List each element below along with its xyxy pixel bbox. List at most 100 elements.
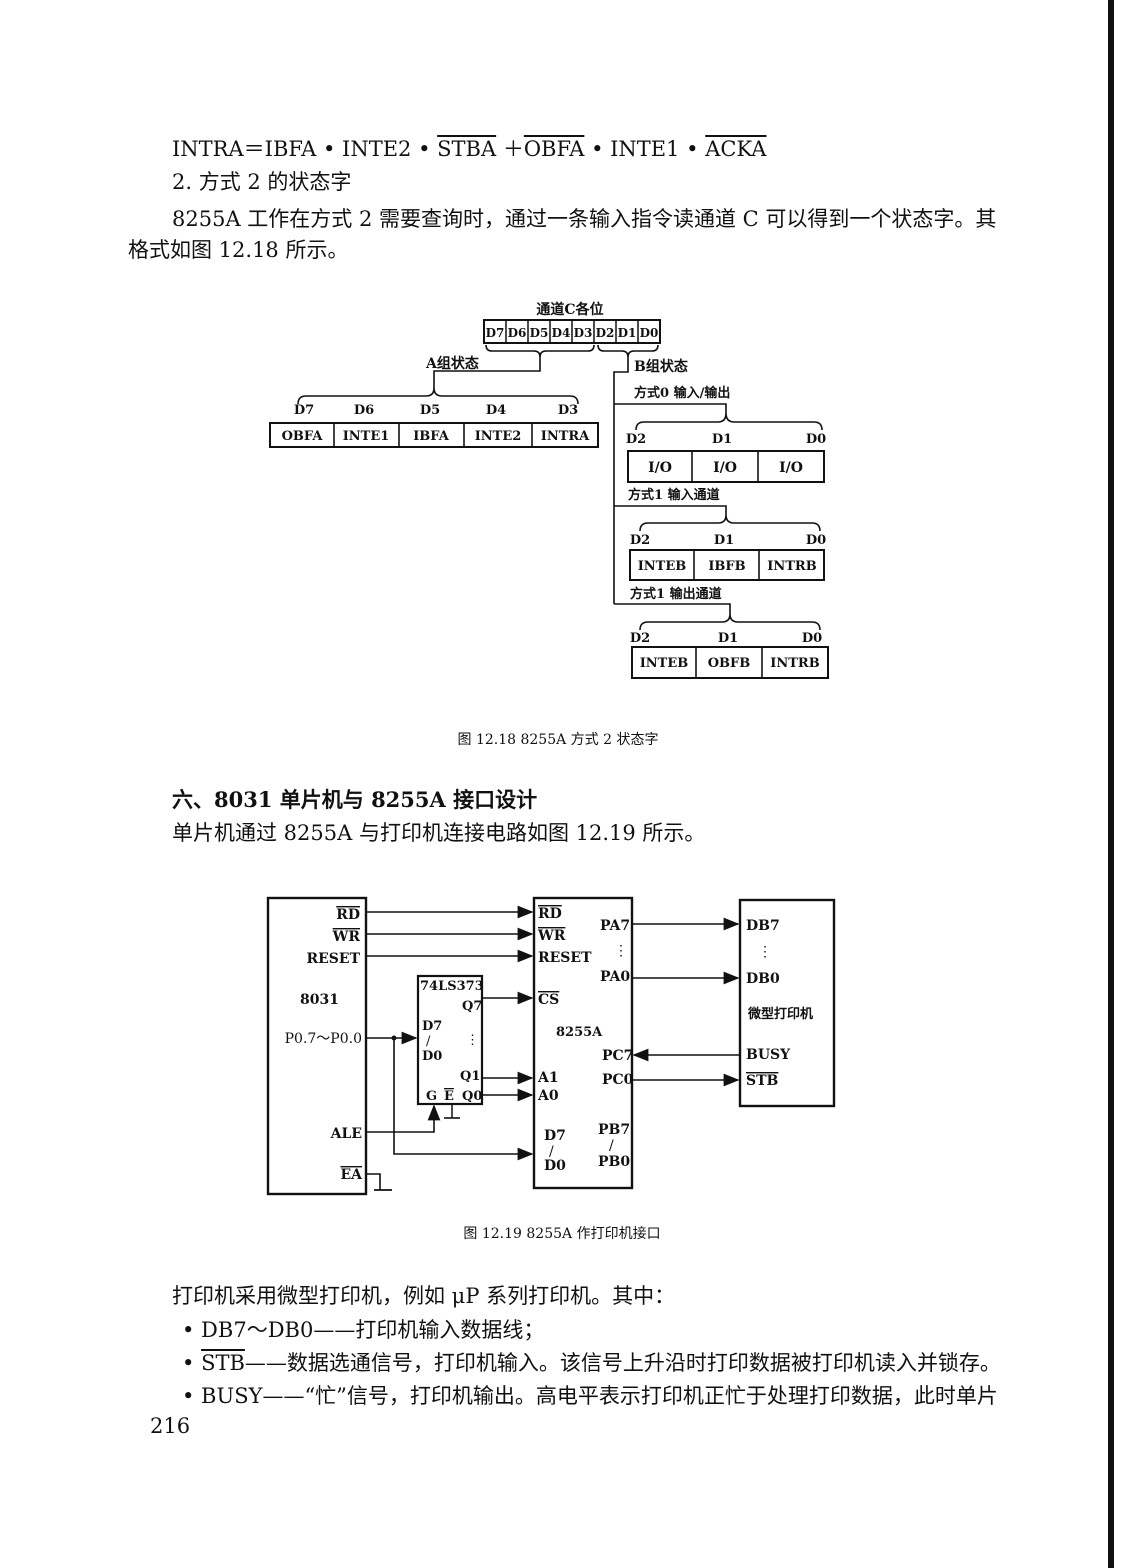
ppi-8255a-box bbox=[532, 896, 634, 1190]
mcu-pin-p0: P0.7～P0.0 bbox=[285, 1031, 362, 1047]
latch-pin-d0: D0 bbox=[422, 1049, 442, 1064]
ppi-pin-a1: A1 bbox=[537, 1070, 559, 1086]
scan-edge bbox=[1108, 0, 1114, 1568]
wire-ale-g bbox=[366, 1104, 441, 1133]
latch-pin-q7: Q7 bbox=[462, 999, 482, 1014]
group-a-bit-d7: D7 bbox=[294, 403, 314, 418]
ppi-pin-d0: D0 bbox=[544, 1158, 566, 1174]
paragraph-1-line-2: 格式如图 12.18 所示。 bbox=[128, 238, 349, 262]
latch-pin-q1: Q1 bbox=[460, 1069, 480, 1084]
latch-pin-q0: Q0 bbox=[462, 1089, 482, 1104]
svg-text:/: / bbox=[549, 1144, 554, 1160]
mcu-pin-rd: RD bbox=[336, 907, 360, 923]
mode1-input-bit-d0: D0 bbox=[806, 533, 826, 548]
bullet-stb-text: ——数据选通信号，打印机输入。该信号上升沿时打印数据被打印机读入并锁存。 bbox=[244, 1351, 1001, 1375]
field-intrb: INTRB bbox=[767, 559, 816, 574]
group-b-connector bbox=[613, 357, 629, 604]
printer-pin-stb: STB bbox=[746, 1073, 779, 1089]
mode0-field-io-0: I/O bbox=[779, 460, 803, 476]
formula-intra: INTRA＝IBFA • INTE2 • STBA ＋OBFA • INTE1 … bbox=[172, 133, 766, 163]
mode1-input-label: 方式1 输入通道 bbox=[628, 487, 720, 503]
field-obfb: OBFB bbox=[708, 656, 751, 671]
mode0-label: 方式0 输入/输出 bbox=[634, 385, 730, 401]
section-heading-mode2-status: 2. 方式 2 的状态字 bbox=[172, 170, 352, 194]
ppi-pin-pa0: PA0 bbox=[600, 969, 630, 985]
ppi-pin-rd: RD bbox=[538, 906, 562, 922]
group-b-label: B组状态 bbox=[634, 358, 688, 375]
channel-c-label: 通道C各位 bbox=[536, 301, 603, 318]
bit-d7: D7 bbox=[486, 326, 505, 340]
mode1-input-bit-d1: D1 bbox=[714, 533, 734, 548]
mcu-pin-reset: RESET bbox=[306, 951, 360, 967]
ppi-name: 8255A bbox=[556, 1025, 603, 1040]
printer-name: 微型打印机 bbox=[747, 1006, 813, 1022]
ppi-pin-pa7: PA7 bbox=[600, 918, 630, 934]
bit-d5: D5 bbox=[530, 326, 549, 340]
formula-part-1: INTRA＝IBFA • INTE2 • bbox=[172, 137, 438, 161]
mode1-output-bit-d1: D1 bbox=[718, 631, 738, 646]
ppi-pin-cs: CS bbox=[538, 992, 559, 1008]
figure-12-18-diagram: 通道C各位 D7 D6 D5 D4 D3 D2 D1 D0 A组状态 D7 D6… bbox=[269, 301, 829, 748]
printer-pin-db0: DB0 bbox=[746, 971, 780, 987]
bullet-stb-signal: STB bbox=[201, 1351, 245, 1375]
ppi-pin-pb0: PB0 bbox=[598, 1154, 630, 1170]
field-ibfa: IBFA bbox=[413, 429, 450, 444]
mode1-input-fields-row: INTEB IBFB INTRB bbox=[629, 549, 825, 581]
field-ibfb: IBFB bbox=[708, 559, 745, 574]
group-a-label: A组状态 bbox=[425, 355, 479, 372]
formula-part-3: • INTE1 • bbox=[584, 137, 706, 161]
formula-part-2: ＋ bbox=[496, 137, 524, 161]
svg-text:⋮: ⋮ bbox=[466, 1033, 479, 1048]
field-intra: INTRA bbox=[541, 429, 590, 444]
group-a-bit-d3: D3 bbox=[558, 403, 578, 418]
group-a-bit-d6: D6 bbox=[354, 403, 374, 418]
mcu-8031-box bbox=[266, 896, 368, 1196]
mode0-field-io-1: I/O bbox=[713, 460, 737, 476]
group-a-bit-d4: D4 bbox=[486, 403, 506, 418]
mode0-connector bbox=[614, 403, 727, 413]
latch-pin-d7: D7 bbox=[422, 1019, 442, 1034]
figure-12-19-caption: 图 12.19 8255A 作打印机接口 bbox=[463, 1225, 660, 1242]
ppi-pin-pb7: PB7 bbox=[598, 1122, 630, 1138]
bit-d3: D3 bbox=[574, 326, 593, 340]
svg-text:/: / bbox=[609, 1138, 614, 1154]
bit-d1: D1 bbox=[618, 326, 637, 340]
field-inteb-out: INTEB bbox=[640, 656, 689, 671]
mode0-field-io-2: I/O bbox=[648, 460, 672, 476]
mcu-pin-wr: WR bbox=[332, 929, 361, 945]
mcu-pin-ea: EA bbox=[340, 1167, 363, 1183]
mode0-fields-row: I/O I/O I/O bbox=[627, 450, 825, 483]
printer-pin-db7: DB7 bbox=[746, 918, 780, 934]
mode0-bit-d2: D2 bbox=[626, 432, 646, 447]
ppi-pin-reset: RESET bbox=[538, 950, 592, 966]
bit-d0: D0 bbox=[640, 326, 659, 340]
ppi-pin-a0: A0 bbox=[537, 1088, 559, 1104]
channel-c-bits-row: D7 D6 D5 D4 D3 D2 D1 D0 bbox=[483, 319, 661, 344]
paragraph-2: 单片机通过 8255A 与打印机连接电路如图 12.19 所示。 bbox=[172, 821, 706, 845]
field-inte1: INTE1 bbox=[343, 429, 390, 444]
field-intrb-out: INTRB bbox=[770, 656, 819, 671]
bit-d2: D2 bbox=[596, 326, 615, 340]
svg-text:⋮: ⋮ bbox=[758, 944, 772, 960]
mcu-name: 8031 bbox=[300, 992, 339, 1008]
mode1-output-fields-row: INTEB OBFB INTRB bbox=[631, 646, 829, 679]
mode1-output-brace bbox=[639, 613, 821, 631]
ppi-pin-d7: D7 bbox=[544, 1128, 566, 1144]
mode0-brace bbox=[635, 412, 823, 431]
ppi-pin-wr: WR bbox=[537, 928, 566, 944]
svg-text:/: / bbox=[426, 1034, 431, 1049]
printer-box bbox=[738, 898, 836, 1108]
group-a-fields-row: OBFA INTE1 IBFA INTE2 INTRA bbox=[269, 422, 599, 448]
figure-12-18-caption: 图 12.18 8255A 方式 2 状态字 bbox=[458, 732, 659, 748]
paragraph-3: 打印机采用微型打印机，例如 μP 系列打印机。其中： bbox=[172, 1284, 676, 1308]
group-a-fields-brace bbox=[297, 387, 579, 405]
latch-name: 74LS373 bbox=[420, 979, 484, 994]
bit-d4: D4 bbox=[552, 326, 571, 340]
mode1-output-label: 方式1 输出通道 bbox=[630, 586, 722, 602]
bullet-stb: • STB——数据选通信号，打印机输入。该信号上升沿时打印数据被打印机读入并锁存… bbox=[182, 1347, 1001, 1377]
mcu-pin-ale: ALE bbox=[330, 1126, 362, 1142]
latch-74ls373-box bbox=[416, 974, 484, 1106]
mode1-input-brace bbox=[639, 514, 821, 532]
mode0-bit-d1: D1 bbox=[712, 432, 732, 447]
